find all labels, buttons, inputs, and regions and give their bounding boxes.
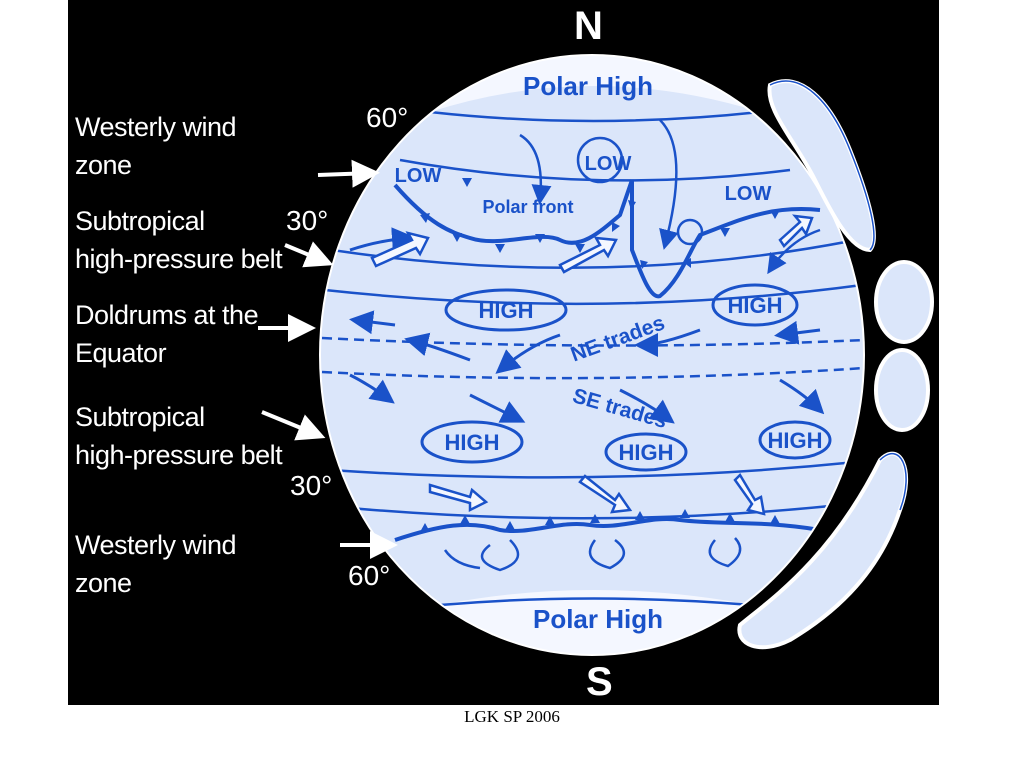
subtropical-north-line-1: Subtropical [75, 206, 205, 236]
westerly-north-line-1: Westerly wind [75, 112, 237, 142]
doldrums-line-1: Doldrums at the [75, 300, 259, 330]
low-label-1: LOW [395, 165, 442, 187]
high-south-left: HIGH [445, 430, 500, 455]
south-pole-label: S [586, 660, 613, 704]
north-pole-label: N [574, 4, 603, 48]
high-north-right: HIGH [728, 293, 783, 318]
westerly-south-line-1: Westerly wind [75, 530, 237, 560]
westerly-north-line-2: zone [75, 150, 132, 180]
latitude-30n: 30° [286, 205, 329, 236]
high-south-right: HIGH [768, 428, 823, 453]
pointer-arrows [258, 159, 398, 559]
subtropical-north-line-2: high-pressure belt [75, 244, 283, 274]
polar-front-south [394, 509, 821, 572]
subtropical-high-belt-north: Subtropical high-pressure belt [75, 202, 283, 278]
high-north-left: HIGH [479, 298, 534, 323]
latitude-60s: 60° [348, 560, 391, 591]
westerly-wind-zone-south: Westerly wind zone [75, 526, 237, 602]
doldrums-label: Doldrums at the Equator [75, 296, 259, 372]
hollow-wind-arrows [370, 214, 814, 516]
westerly-wind-zone-north: Westerly wind zone [75, 108, 237, 184]
latitude-30s: 30° [290, 470, 333, 501]
westerly-south-line-2: zone [75, 568, 132, 598]
subtropical-high-belt-south: Subtropical high-pressure belt [75, 398, 283, 474]
low-label-3: LOW [725, 183, 772, 205]
high-pressure-cells [420, 283, 832, 472]
low-label-2: LOW [585, 153, 632, 175]
high-south-mid: HIGH [619, 440, 674, 465]
subtropical-south-line-1: Subtropical [75, 402, 205, 432]
polar-front-label: Polar front [482, 197, 573, 217]
cell-outlines [769, 80, 907, 511]
wind-arrows [349, 227, 825, 424]
polar-high-south-label: Polar High [533, 604, 663, 634]
subtropical-south-line-2: high-pressure belt [75, 440, 283, 470]
doldrums-line-2: Equator [75, 338, 167, 368]
polar-high-north-label: Polar High [523, 71, 653, 101]
latitude-60n: 60° [366, 102, 409, 133]
caption: LGK SP 2006 [464, 707, 560, 726]
polar-front-north [393, 119, 821, 299]
